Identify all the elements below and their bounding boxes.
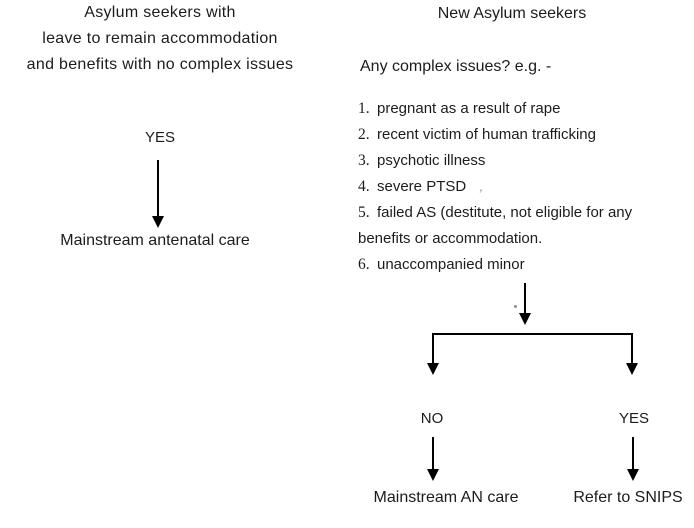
arrow-shaft xyxy=(157,160,159,216)
title-line: and benefits with no complex issues xyxy=(26,56,294,73)
issue-text: recent victim of human trafficking xyxy=(377,126,596,143)
issue-text: severe PTSD xyxy=(377,178,467,195)
complex-issues-question: Any complex issues? e.g. - xyxy=(360,58,552,75)
right-pathway-title: New Asylum seekers xyxy=(437,5,587,22)
issue-number: 3. xyxy=(358,152,370,169)
title-line: leave to remain accommodation xyxy=(42,30,278,47)
yes-outcome-label: Refer to SNIPS xyxy=(573,489,683,506)
issue-number: 6. xyxy=(358,256,370,273)
left-outcome-label: Mainstream antenatal care xyxy=(60,232,250,249)
arrow-shaft xyxy=(631,333,633,363)
issue-number: 4. xyxy=(358,178,370,195)
faint-comma-mark: , xyxy=(479,179,483,194)
left-pathway-title: Asylum seekers with leave to remain acco… xyxy=(0,0,320,78)
arrow-shaft xyxy=(524,283,526,313)
issue-text: failed AS (destitute, not eligible for a… xyxy=(377,204,633,221)
issue-text: benefits or accommodation. xyxy=(358,230,543,247)
complex-issue-item-continuation: benefits or accommodation. xyxy=(358,226,658,252)
complex-issue-item: 4. severe PTSD, xyxy=(358,174,658,200)
arrow-head xyxy=(519,313,531,325)
issue-text: psychotic illness xyxy=(377,152,486,169)
arrow-head xyxy=(427,469,439,481)
arrow-head xyxy=(152,216,164,228)
no-outcome-label: Mainstream AN care xyxy=(373,489,519,506)
arrow-head xyxy=(427,363,439,375)
arrow-head xyxy=(627,469,639,481)
arrow-shaft xyxy=(432,333,434,363)
complex-issues-list: 1. pregnant as a result of rape 2. recent … xyxy=(358,96,658,278)
issue-number: 2. xyxy=(358,126,370,143)
issue-text: pregnant as a result of rape xyxy=(377,100,561,117)
arrow-shaft xyxy=(632,437,634,469)
branch-connector-line xyxy=(432,333,633,335)
arrow-shaft xyxy=(432,437,434,469)
issue-number: 5. xyxy=(358,204,370,221)
yes-label: YES xyxy=(618,410,650,427)
complex-issue-item: 1. pregnant as a result of rape xyxy=(358,96,658,122)
arrow-head xyxy=(626,363,638,375)
issue-number: 1. xyxy=(358,100,370,117)
left-yes-label: YES xyxy=(144,129,176,146)
no-label: NO xyxy=(420,410,444,427)
issue-text: unaccompanied minor xyxy=(377,256,525,273)
complex-issue-item: 6. unaccompanied minor xyxy=(358,252,658,278)
complex-issue-item: 3. psychotic illness xyxy=(358,148,658,174)
stray-dot-mark xyxy=(514,305,517,308)
complex-issue-item: 5. failed AS (destitute, not eligible for… xyxy=(358,200,658,226)
complex-issue-item: 2. recent victim of human trafficking xyxy=(358,122,658,148)
title-line: Asylum seekers with xyxy=(84,4,236,21)
